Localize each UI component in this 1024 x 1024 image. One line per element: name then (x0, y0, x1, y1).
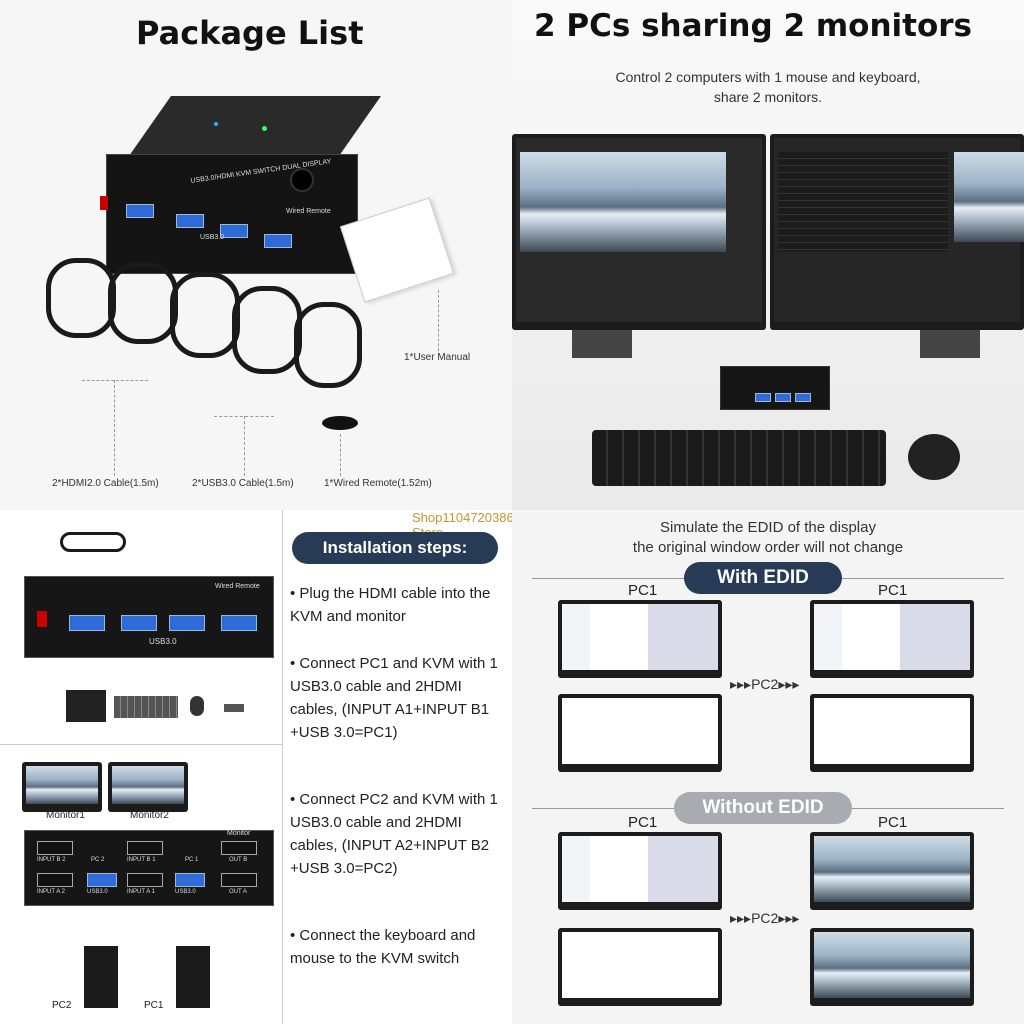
no-edid-pc1-label: PC1 (628, 814, 658, 831)
kvm-switch-small (720, 366, 830, 410)
kvm-front: Wired Remote USB3.0 (24, 576, 274, 658)
sharing-panel: 2 PCs sharing 2 monitors Control 2 compu… (512, 0, 1024, 510)
installation-heading: Installation steps: (292, 532, 498, 564)
hdmi-cable (108, 262, 178, 344)
port-input-a2: INPUT A 2 (37, 889, 65, 895)
edid-line1: Simulate the EDID of the display (660, 519, 876, 536)
hdmi-cable-label: 2*HDMI2.0 Cable(1.5m) (52, 478, 159, 489)
monitor-port-label: Monitor (227, 830, 251, 837)
wired-remote-port-label: Wired Remote (215, 583, 260, 590)
install-step-1-text: Plug the HDMI cable into the KVM and mon… (290, 585, 491, 625)
install-step-4-text: Connect the keyboard and mouse to the KV… (290, 927, 476, 967)
mouse (908, 434, 960, 480)
sharing-subtitle-line1: Control 2 computers with 1 mouse and key… (615, 69, 921, 85)
keyboard (592, 430, 886, 486)
with-edid-monitor-a1 (558, 600, 722, 678)
port-pc2-tag: PC 2 (91, 857, 105, 863)
with-edid-pill: With EDID (684, 562, 842, 594)
edid-pc1-label-2: PC1 (878, 582, 908, 599)
with-edid-pc2-text: PC2 (751, 676, 779, 692)
usb-port (220, 224, 248, 238)
monitor2-icon (108, 762, 188, 812)
without-edid-pc2-text: PC2 (751, 910, 779, 926)
port-pc1-tag: PC 1 (185, 857, 199, 863)
edid-line2: the original window order will not chang… (632, 539, 904, 556)
port-input-a1: INPUT A 1 (127, 889, 155, 895)
sharing-subtitle-line2: share 2 monitors. (713, 89, 823, 105)
monitor-right (770, 134, 1024, 330)
knob (290, 168, 314, 192)
installation-panel: Shop1104720386 Store Wired Remote USB3.0… (0, 510, 512, 1024)
port-input-b2: INPUT B 2 (37, 857, 66, 863)
remote-cable (294, 302, 362, 388)
keyboard-small (114, 696, 178, 718)
pc2-label: PC2 (52, 1000, 72, 1011)
edid-panel: Simulate the EDID of the display the ori… (512, 510, 1024, 1024)
monitor-right-screen (774, 138, 1024, 322)
with-edid-monitor-a2 (558, 694, 722, 772)
install-step-2: • Connect PC1 and KVM with 1 USB3.0 cabl… (290, 655, 498, 741)
no-edid-pc1-label-2: PC1 (878, 814, 908, 831)
monitor-left (512, 134, 766, 330)
usb-port (264, 234, 292, 248)
port-input-b1: INPUT B 1 (127, 857, 156, 863)
monitor1-label: Monitor1 (46, 810, 85, 821)
port-usb30-b: USB3.0 (175, 889, 196, 895)
monitor-left-screen (516, 138, 762, 322)
wired-remote-label: Wired Remote (286, 208, 331, 215)
sharing-title: 2 PCs sharing 2 monitors (534, 8, 972, 44)
without-edid-monitor-a1 (558, 832, 722, 910)
usb-label: USB3.0 (200, 234, 225, 241)
with-edid-monitor-b2 (810, 694, 974, 772)
install-step-3: • Connect PC2 and KVM with 1 USB3.0 cabl… (290, 791, 498, 877)
without-edid-pc2-arrow: ▸▸▸PC2▸▸▸ (730, 910, 800, 926)
usb-cable (232, 286, 302, 374)
install-step-3-text: Connect PC2 and KVM with 1 USB3.0 cable … (290, 791, 498, 877)
monitor1-icon (22, 762, 102, 812)
usb-cable-label: 2*USB3.0 Cable(1.5m) (192, 478, 294, 489)
with-edid-monitor-b1 (810, 600, 974, 678)
without-edid-monitor-a2 (558, 928, 722, 1006)
usb-dongle (224, 704, 244, 712)
kvm-back-panel: INPUT B 2 INPUT A 2 USB3.0 PC 2 INPUT B … (24, 830, 274, 906)
remote-label: 1*Wired Remote(1.52m) (324, 478, 432, 489)
install-step-1: • Plug the HDMI cable into the KVM and m… (290, 585, 491, 625)
mouse-small (190, 696, 204, 716)
edid-pc1-label: PC1 (628, 582, 658, 599)
package-list-panel: Package List USB3.0/HDMI KVM SWITCH DUAL… (0, 0, 512, 510)
usb-port-label: USB3.0 (149, 637, 177, 646)
printer (66, 690, 106, 722)
port-out-b: OUT B (229, 857, 248, 863)
port-out-a: OUT A (229, 889, 247, 895)
pc1-tower (176, 946, 210, 1008)
hdmi-cable (46, 258, 116, 338)
install-step-4: • Connect the keyboard and mouse to the … (290, 927, 476, 967)
usb-port (126, 204, 154, 218)
pc1-label: PC1 (144, 1000, 164, 1011)
with-edid-pc2-arrow: ▸▸▸PC2▸▸▸ (730, 676, 800, 692)
manual-label: 1*User Manual (404, 352, 471, 363)
without-edid-pill: Without EDID (674, 792, 852, 824)
port-usb30-a: USB3.0 (87, 889, 108, 895)
install-step-2-text: Connect PC1 and KVM with 1 USB3.0 cable … (290, 655, 498, 741)
usb-cable (170, 272, 240, 358)
usb-port (176, 214, 204, 228)
monitor2-label: Monitor2 (130, 810, 169, 821)
package-title: Package List (136, 14, 364, 52)
without-edid-monitor-b2 (810, 928, 974, 1006)
without-edid-monitor-b1 (810, 832, 974, 910)
wired-remote (322, 416, 358, 430)
pc2-tower (84, 946, 118, 1008)
kvm-switch-device: USB3.0/HDMI KVM SWITCH DUAL DISPLAY Wire… (90, 96, 382, 274)
